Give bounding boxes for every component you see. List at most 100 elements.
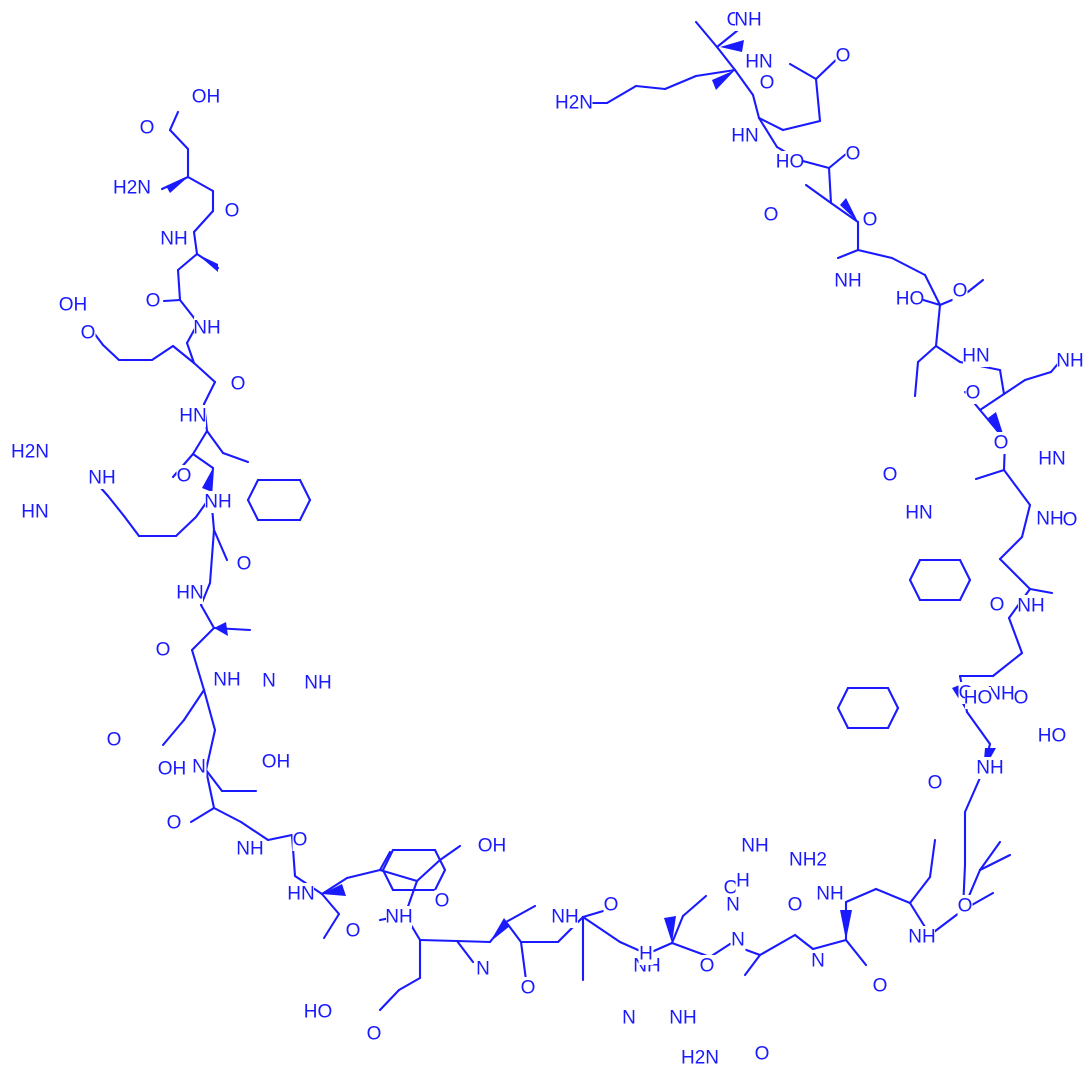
atom-label-24: N [191,756,207,778]
bond-140 [836,248,860,260]
bond-177 [958,558,972,582]
bond-186 [836,706,850,730]
atom-label-text-60: NH [976,758,1003,779]
atom-label-47: NH [669,1007,697,1029]
atom-label-text-28: O [293,830,308,851]
bond-1 [168,128,190,151]
bond-45 [202,688,217,732]
atom-label-text-23: OH [158,759,187,780]
atom-label-15: O [176,465,192,487]
atom-label-9: HN [179,405,207,427]
atom-label-36: N [475,958,491,980]
atom-label-84: NH [1017,595,1045,617]
atom-label-27: NH [236,838,264,860]
atom-label-82: HN [1038,448,1066,470]
bond-151 [715,45,737,72]
atom-label-text-59: O [928,773,943,794]
atom-label-text-1: O [140,118,155,139]
atom-label-text-46: N [622,1008,636,1029]
bond-59 [345,868,382,880]
atom-label-7: NH [193,317,221,339]
bond-14 [185,341,196,365]
bond-63 [438,844,462,862]
stereo-wedge-7 [840,910,852,940]
atom-label-21: O [155,639,171,661]
atom-label-50: O [787,894,803,916]
bond-112 [991,651,1024,678]
bond-47 [204,768,224,793]
atom-label-text-56: NH2 [789,850,827,871]
bond-145 [797,158,831,170]
atom-label-1: O [139,117,155,139]
bond-161 [814,77,822,123]
atom-label-49: H [735,870,751,892]
stereo-wedge-3 [214,622,228,636]
atom-label-text-52: H2N [681,1048,719,1069]
atom-label-33: O [434,890,450,912]
atom-label-28: O [292,829,308,851]
atom-label-text-21: O [156,640,171,661]
atom-label-text-22: O [107,730,122,751]
atom-label-text-15: O [177,466,192,487]
bond-126 [1023,370,1053,382]
atom-label-text-47: NH [669,1008,696,1029]
bond-58 [320,876,349,896]
bond-36 [212,528,229,562]
atom-label-text-83: O [990,595,1005,616]
bond-149 [751,93,761,120]
atom-label-10: O [230,373,246,395]
bond-120 [974,468,1006,481]
bond-72 [455,939,492,944]
bond-62 [415,858,442,883]
atom-label-text-37: O [521,978,536,999]
bond-49 [204,768,216,810]
atom-label-41: H [638,943,654,965]
atom-label-text-77: O [953,281,968,302]
bond-6 [192,209,215,234]
atom-label-text-88: NH [1036,509,1063,530]
bond-119 [1002,468,1032,507]
atom-label-31: NH [385,906,413,928]
atom-label-text-27: NH [236,839,263,860]
atom-label-3: NH [160,228,188,250]
bond-143 [804,183,833,205]
bond-138 [890,256,927,277]
bond-163 [814,56,840,81]
atom-label-text-61: HO [1038,726,1067,747]
atom-label-text-42: O [700,956,715,977]
atom-label-text-79: O [966,383,981,404]
atom-label-text-82: HN [1038,449,1065,470]
atom-label-60: NH [976,757,1004,779]
atom-label-text-68: HN [745,52,772,73]
stereo-wedge-12 [712,70,735,90]
atom-label-text-81: O [994,433,1009,454]
atom-label-11: NH [204,491,232,513]
atom-label-text-55: O [873,976,888,997]
atom-label-5: OH [59,294,88,316]
stereo-wedge-0 [166,177,188,193]
atom-label-67: O [759,72,775,94]
atom-label-2: H2N [113,177,151,199]
atom-label-34: HO [304,1001,332,1023]
atom-label-72: HO [776,151,804,173]
atom-label-52: H2N [681,1047,719,1069]
atom-label-58: NH [908,926,936,948]
stereo-wedge-4 [322,884,346,896]
atom-label-text-67: O [760,73,775,94]
bond-132 [913,360,920,398]
atom-label-45: O [723,877,739,899]
atom-label-text-33: O [435,891,450,912]
atom-label-57: O [957,895,973,917]
atom-label-text-45: O [724,878,739,899]
atom-label-text-25: OH [262,752,291,773]
atom-label-30: O [345,920,361,942]
bond-146 [827,152,848,170]
atom-label-text-30: O [346,921,361,942]
atom-label-text-5: OH [59,295,88,316]
atom-label-text-0: OH [192,87,221,108]
atom-label-20: NH [304,672,332,694]
bond-7 [192,230,199,256]
atom-label-13: NH [88,467,116,489]
bond-0 [168,110,180,132]
bond-18 [101,343,121,362]
